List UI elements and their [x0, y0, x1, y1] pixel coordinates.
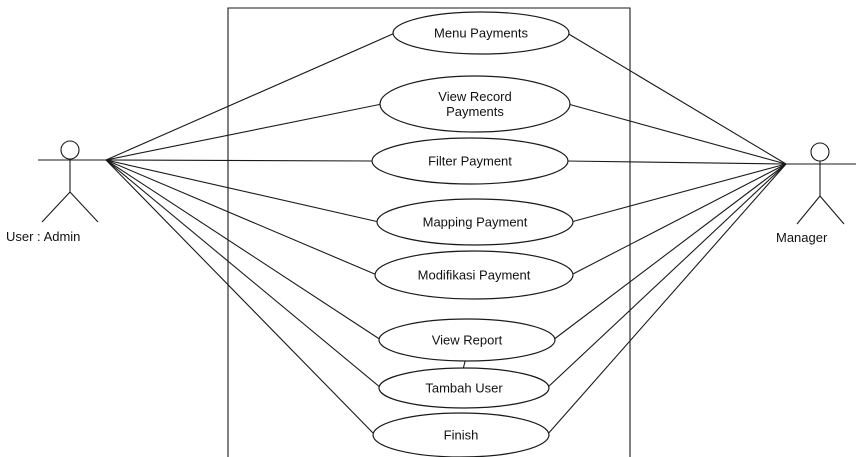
system-boundary	[227, 7, 631, 457]
use-case-mapping-payment: Mapping Payment	[376, 198, 574, 246]
admin-association-modifikasi-payment	[105, 159, 378, 276]
use-case-ellipse	[379, 75, 571, 133]
use-case-ellipse	[376, 198, 574, 246]
manager-left-leg	[796, 195, 821, 225]
admin-head	[60, 140, 80, 160]
admin-association-tambah-user	[105, 159, 382, 389]
manager-association-view-report	[552, 163, 787, 341]
use-case-label: Mapping Payment	[423, 215, 528, 230]
use-case-tambah-user: Tambah User	[378, 367, 550, 409]
actor-manager: Manager	[776, 142, 856, 245]
use-case-modifikasi-payment: Modifikasi Payment	[374, 250, 574, 300]
manager-association-mapping-payment	[570, 163, 787, 223]
use-case-ellipse	[372, 412, 550, 457]
use-case-view-report: View Report	[378, 318, 556, 362]
admin-association-view-record-payments	[105, 103, 383, 161]
manager-head	[810, 142, 830, 162]
use-case-finish: Finish	[372, 412, 550, 457]
manager-label: Manager	[776, 230, 828, 245]
manager-association-modifikasi-payment	[570, 163, 787, 276]
manager-association-finish	[546, 163, 787, 436]
use-case-label: Tambah User	[425, 381, 503, 396]
use-case-ellipse	[374, 250, 574, 300]
manager-association-tambah-user	[546, 163, 787, 389]
admin-association-filter-payment	[105, 159, 375, 162]
admin-right-leg	[69, 191, 99, 223]
use-case-ellipse	[378, 318, 556, 362]
use-case-ellipse	[378, 367, 550, 409]
admin-association-mapping-payment	[105, 159, 380, 223]
use-case-label: Modifikasi Payment	[418, 268, 531, 283]
association-lines	[105, 32, 787, 436]
manager-right-leg	[819, 195, 845, 225]
manager-association-view-record-payments	[567, 103, 787, 165]
admin-left-leg	[41, 191, 71, 223]
manager-association-menu-payments	[566, 32, 787, 165]
use-case-label: Finish	[444, 428, 479, 443]
use-case-label: View Record	[438, 89, 511, 104]
manager-association-filter-payment	[565, 160, 787, 165]
use-case-label: Filter Payment	[428, 154, 512, 169]
use-case-menu-payments: Menu Payments	[392, 11, 570, 55]
use-case-label: Menu Payments	[434, 26, 528, 41]
admin-association-view-report	[105, 159, 382, 341]
use-case-ellipse	[392, 11, 570, 55]
use-case-filter-payment: Filter Payment	[371, 137, 569, 185]
admin-association-finish	[105, 159, 376, 436]
actor-admin: User : Admin	[6, 140, 106, 244]
use-case-ellipse	[371, 137, 569, 185]
use-case-label: Payments	[446, 104, 504, 119]
admin-association-menu-payments	[105, 32, 396, 161]
admin-label: User : Admin	[6, 229, 80, 244]
use-case-label: View Report	[432, 333, 503, 348]
